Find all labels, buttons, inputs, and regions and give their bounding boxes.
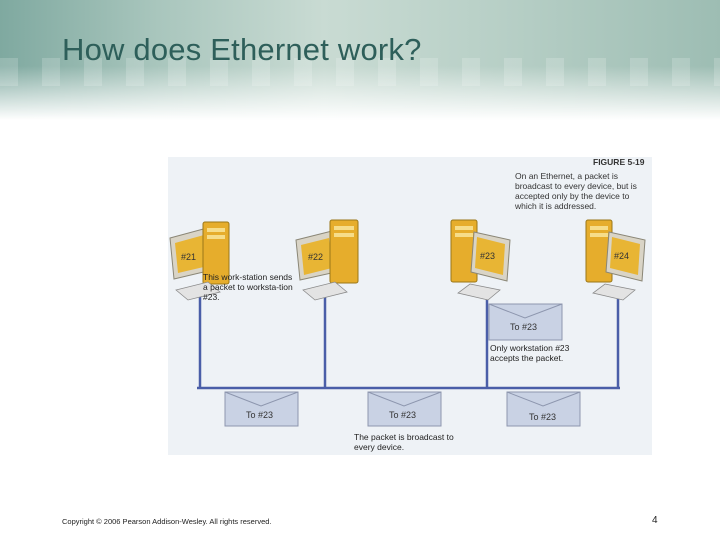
- workstation-label: #23: [480, 251, 495, 261]
- workstation-21: #21: [169, 221, 230, 301]
- figure-label: FIGURE 5-19: [593, 157, 645, 167]
- accept-note: Only workstation #23 accepts the packet.: [490, 343, 570, 363]
- packet-envelope: To #23: [367, 391, 442, 427]
- figure-caption: On an Ethernet, a packet is broadcast to…: [515, 171, 637, 211]
- envelope-label: To #23: [389, 410, 416, 420]
- slide-title: How does Ethernet work?: [62, 32, 422, 67]
- workstation-24: #24: [585, 219, 646, 301]
- copyright-notice: Copyright © 2006 Pearson Addison-Wesley.…: [62, 517, 272, 526]
- page-number: 4: [652, 515, 658, 526]
- packet-envelope: To #23: [224, 391, 299, 427]
- packet-envelope-accepted: To #23: [488, 303, 563, 341]
- workstation-22: #22: [295, 219, 359, 301]
- workstation-label: #24: [614, 251, 629, 261]
- packet-envelope: To #23: [506, 391, 581, 427]
- banner-texture: [0, 58, 720, 86]
- header-banner: [0, 0, 720, 120]
- envelope-label: To #23: [510, 322, 537, 332]
- sender-note: This work-station sends a packet to work…: [203, 272, 293, 302]
- envelope-label: To #23: [246, 410, 273, 420]
- envelope-label: To #23: [529, 412, 556, 422]
- network-cable: [197, 290, 620, 390]
- workstation-label: #22: [308, 252, 323, 262]
- broadcast-note: The packet is broadcast to every device.: [354, 432, 454, 452]
- workstation-23: #23: [450, 219, 511, 301]
- workstation-label: #21: [181, 252, 196, 262]
